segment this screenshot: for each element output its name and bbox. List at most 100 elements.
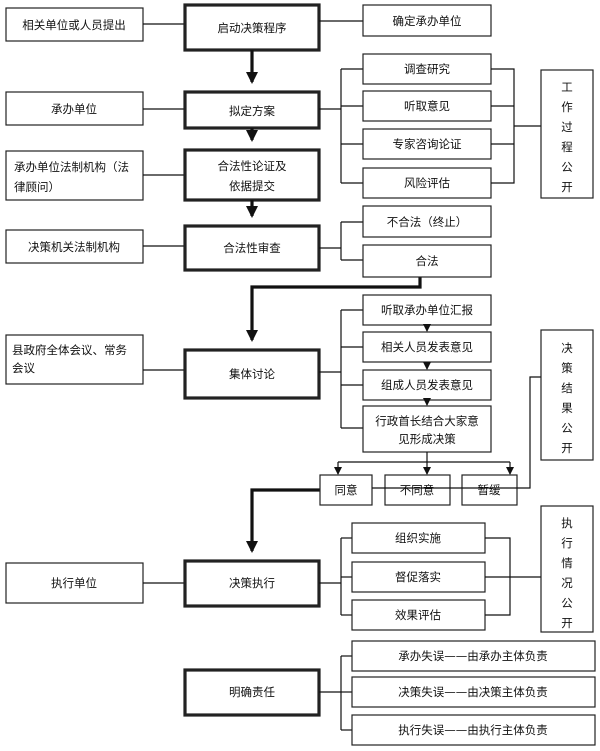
step-execution: 决策执行 [183,559,321,608]
step-discussion-label: 集体讨论 [229,367,275,381]
step-legality-label-1: 合法性论证及 [218,159,287,173]
notice-bracket [485,537,541,616]
item-supervise: 督促落实 [351,561,486,593]
item-organize-label: 组织实施 [395,531,441,545]
notice-char: 决 [561,341,573,355]
notice-decision-result: 决 策 结 果 公 开 [540,329,594,461]
step-legality-review: 合法性审查 [183,224,321,272]
notice-work-process: 工 作 过 程 公 开 [540,69,594,199]
item-organize: 组织实施 [351,522,486,554]
outcome-bracket [338,452,510,463]
item-hear-report: 听取承办单位汇报 [362,294,492,326]
item-head-decision: 行政首长结合大家意 见形成决策 [362,405,492,453]
left-unit-legal-org: 承办单位法制机构（法 律顾问） [5,150,144,201]
notice-char: 工 [561,80,573,94]
item-risk: 风险评估 [362,167,492,199]
left-unit-executor: 执行单位 [5,562,144,604]
item-evaluate: 效果评估 [351,599,486,631]
outcome-disagree-label: 不同意 [400,483,435,497]
left-unit-legal-org-label-2: 律顾问） [14,180,60,194]
branch-bracket [319,69,342,183]
item-opinions-label: 听取意见 [404,99,450,113]
step-collective-discussion: 集体讨论 [183,348,321,400]
notice-char: 情 [561,556,573,570]
item-hear-report-label: 听取承办单位汇报 [381,303,473,317]
notice-char: 程 [561,140,573,154]
left-unit-undertaker: 承办单位 [5,91,144,126]
left-unit-meeting: 县政府全体会议、常务 会议 [5,334,144,385]
left-unit-undertaker-label: 承办单位 [51,102,97,116]
step-draft-label: 拟定方案 [229,104,275,118]
step-legality-argument: 合法性论证及 依据提交 [183,148,321,202]
notice-char: 况 [561,576,573,590]
step-draft: 拟定方案 [183,90,321,130]
step-responsibility: 明确责任 [183,668,321,717]
outcome-agree-label: 同意 [335,483,358,497]
item-risk-label: 风险评估 [404,176,450,190]
item-head-decision-label-1: 行政首长结合大家意 [375,414,479,428]
outcome-disagree: 不同意 [384,474,451,506]
notice-char: 过 [561,120,573,134]
left-unit-executor-label: 执行单位 [51,576,97,590]
step-start: 启动决策程序 [183,3,321,52]
item-expert: 专家咨询论证 [362,128,492,160]
outcome-agree: 同意 [319,474,373,506]
notice-char: 作 [561,100,573,114]
flow-arrow-agree-to-execution [246,488,320,553]
item-resp-execute-label: 执行失误——由执行主体负责 [398,723,548,737]
notice-char: 公 [561,160,573,174]
item-research-label: 调查研究 [404,62,450,76]
item-member-opinion: 组成人员发表意见 [362,369,492,401]
item-related-opinion: 相关人员发表意见 [362,331,492,363]
notice-char: 策 [561,361,573,375]
branch-bracket [319,222,342,260]
notice-char: 公 [561,421,573,435]
item-resp-undertake: 承办失误——由承办主体负责 [351,640,596,672]
left-unit-proposer: 相关单位或人员提出 [5,7,144,42]
step-legality-label-2: 依据提交 [229,179,275,193]
item-resp-decision: 决策失误——由决策主体负责 [351,676,596,708]
notice-char: 果 [561,401,573,415]
left-unit-legal-org-label-1: 承办单位法制机构（法 [14,160,129,174]
item-head-decision-label-2: 见形成决策 [398,432,456,446]
notice-char: 执 [561,516,573,530]
step-responsibility-label: 明确责任 [229,685,275,699]
item-resp-undertake-label: 承办失误——由承办主体负责 [398,649,548,663]
item-research: 调查研究 [362,53,492,85]
left-unit-decision-legal-label: 决策机关法制机构 [28,240,120,254]
item-legal: 合法 [362,244,492,278]
item-expert-label: 专家咨询论证 [393,137,462,151]
item-opinions: 听取意见 [362,90,492,122]
notice-bracket [491,68,541,184]
item-illegal-label: 不合法（终止） [387,215,468,229]
step-execution-label: 决策执行 [229,576,275,590]
step-review-label: 合法性审查 [223,241,281,255]
item-evaluate-label: 效果评估 [395,608,441,622]
item-supervise-label: 督促落实 [395,570,441,584]
left-unit-meeting-label-2: 会议 [12,361,35,375]
item-member-opinion-label: 组成人员发表意见 [381,378,473,392]
branch-bracket [319,538,342,615]
notice-char: 结 [561,381,573,395]
item-legal-label: 合法 [416,254,439,268]
item-illegal: 不合法（终止） [362,205,492,238]
notice-char: 行 [561,536,573,550]
branch-bracket [319,656,342,730]
notice-char: 开 [561,441,573,455]
left-unit-decision-legal: 决策机关法制机构 [5,229,144,264]
notice-char: 公 [561,596,573,610]
notice-execution-status: 执 行 情 况 公 开 [540,505,594,633]
branch-bracket [319,310,342,428]
step-start-label: 启动决策程序 [218,21,287,35]
notice-char: 开 [561,180,573,194]
item-related-opinion-label: 相关人员发表意见 [381,340,473,354]
item-resp-execute: 执行失误——由执行主体负责 [351,714,596,746]
item-confirm-unit: 确定承办单位 [362,4,492,37]
item-confirm-unit-label: 确定承办单位 [393,14,462,28]
outcome-postpone-label: 暂缓 [478,483,501,497]
notice-connector [372,376,541,489]
left-unit-proposer-label: 相关单位或人员提出 [22,18,126,32]
outcome-postpone: 暂缓 [461,474,518,506]
item-resp-decision-label: 决策失误——由决策主体负责 [398,685,548,699]
